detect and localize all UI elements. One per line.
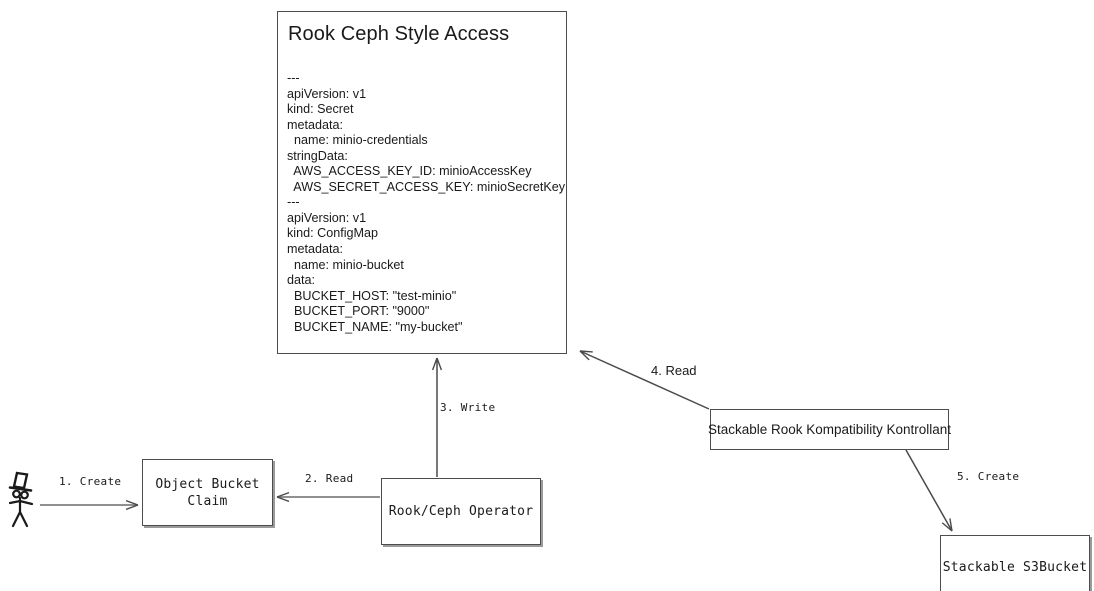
edge-label-5-create: 5. Create (957, 470, 1020, 483)
yaml-line: apiVersion: v1 (287, 210, 367, 225)
yaml-line: kind: Secret (287, 102, 354, 117)
yaml-line: metadata: (287, 242, 344, 257)
edge-label-2-read: 2. Read (305, 472, 354, 485)
yaml-line: kind: ConfigMap (287, 226, 379, 241)
edge-label-4-read: 4. Read (651, 363, 697, 378)
actor-stick-figure-icon (8, 471, 34, 528)
yaml-line: AWS_ACCESS_KEY_ID: minioAccessKey (287, 164, 532, 179)
node-stackable-rook-kompatibility-kontrollant-label: Stackable Rook Kompatibility Kontrollant (707, 422, 952, 437)
yaml-panel-rook-ceph-style-access: Rook Ceph Style Access ---apiVersion: v1… (277, 11, 567, 354)
yaml-line: metadata: (287, 117, 344, 132)
yaml-line: BUCKET_NAME: "my-bucket" (287, 319, 463, 334)
edge-4-read-arrow (580, 351, 710, 410)
edge-label-1-create: 1. Create (59, 475, 122, 488)
yaml-line: --- (287, 195, 300, 210)
yaml-line: AWS_SECRET_ACCESS_KEY: minioSecretKey (287, 179, 566, 194)
yaml-line: BUCKET_HOST: "test-minio" (287, 288, 457, 303)
node-stackable-rook-kompatibility-kontrollant[interactable]: Stackable Rook Kompatibility Kontrollant (707, 409, 952, 450)
yaml-line: BUCKET_PORT: "9000" (287, 304, 430, 319)
yaml-panel-title: Rook Ceph Style Access (288, 23, 510, 45)
yaml-line: apiVersion: v1 (287, 86, 367, 101)
yaml-line: data: (287, 273, 316, 288)
yaml-line: name: minio-bucket (287, 257, 404, 272)
yaml-line: --- (287, 71, 300, 85)
node-rook-ceph-operator-label: Rook/Ceph Operator (388, 504, 534, 519)
edge-label-3-write: 3. Write (440, 401, 496, 414)
node-stackable-s3bucket-label: Stackable S3Bucket (942, 559, 1088, 575)
node-stackable-s3bucket[interactable]: Stackable S3Bucket (940, 535, 1090, 591)
node-rook-ceph-operator[interactable]: Rook/Ceph Operator (381, 478, 541, 545)
yaml-line: stringData: (287, 148, 348, 163)
edge-5-create-arrow (905, 449, 952, 531)
yaml-line: name: minio-credentials (287, 133, 428, 148)
